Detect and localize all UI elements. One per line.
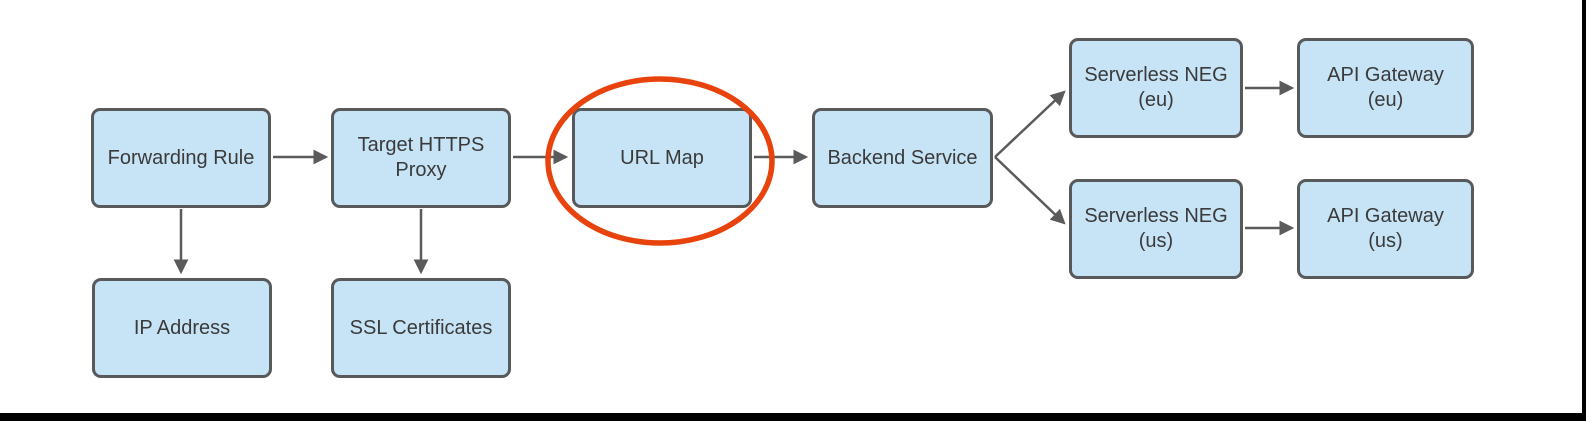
node-serverless-neg-us: Serverless NEG (us) xyxy=(1069,179,1243,279)
node-api-gateway-us: API Gateway (us) xyxy=(1297,179,1474,279)
node-ip-address: IP Address xyxy=(92,278,272,378)
node-ssl-certificates-label: SSL Certificates xyxy=(349,316,493,339)
node-forwarding-rule-label: Forwarding Rule xyxy=(107,146,255,169)
frame-bottom-edge xyxy=(0,413,1586,421)
node-url-map: URL Map xyxy=(572,108,752,208)
edge-backend-service-to-serverless-neg-us xyxy=(994,156,1066,225)
node-backend-service-label: Backend Service xyxy=(827,146,978,169)
node-forwarding-rule: Forwarding Rule xyxy=(91,108,271,208)
node-url-map-label: URL Map xyxy=(620,146,704,169)
frame-right-edge xyxy=(1582,0,1586,421)
node-api-gateway-eu-label: API Gateway (eu) xyxy=(1327,64,1444,111)
node-api-gateway-eu: API Gateway (eu) xyxy=(1297,38,1474,138)
node-ip-address-label: IP Address xyxy=(133,316,231,339)
node-target-https-proxy: Target HTTPS Proxy xyxy=(331,108,511,208)
node-serverless-neg-us-label: Serverless NEG (us) xyxy=(1084,205,1228,252)
node-serverless-neg-eu: Serverless NEG (eu) xyxy=(1069,38,1243,138)
node-api-gateway-us-label: API Gateway (us) xyxy=(1327,205,1444,252)
edge-backend-service-to-serverless-neg-eu xyxy=(994,90,1066,158)
node-backend-service: Backend Service xyxy=(812,108,993,208)
node-target-https-proxy-label: Target HTTPS Proxy xyxy=(357,134,485,181)
node-ssl-certificates: SSL Certificates xyxy=(331,278,511,378)
node-serverless-neg-eu-label: Serverless NEG (eu) xyxy=(1084,64,1228,111)
